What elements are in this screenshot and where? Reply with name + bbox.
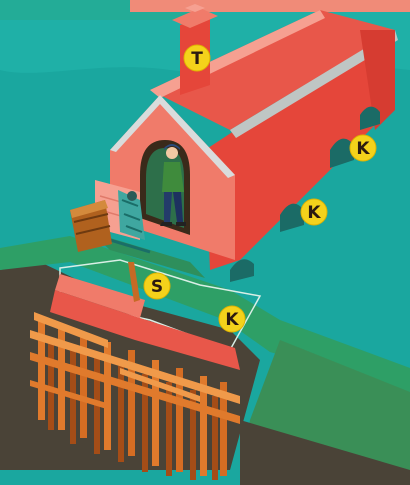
label-foundation-k: K xyxy=(219,306,245,332)
label-foundation-s: S xyxy=(144,273,170,299)
label-foundation-k-text: K xyxy=(225,310,239,330)
label-arch-upper-text: K xyxy=(356,139,370,159)
label-foundation-s-text: S xyxy=(151,277,163,297)
label-tower-text: T xyxy=(191,49,203,69)
label-arch-lower: K xyxy=(301,199,327,225)
label-tower: T xyxy=(184,45,210,71)
label-arch-lower-text: K xyxy=(307,203,321,223)
far-roof-edge xyxy=(130,0,410,12)
label-arch-upper: K xyxy=(350,135,376,161)
